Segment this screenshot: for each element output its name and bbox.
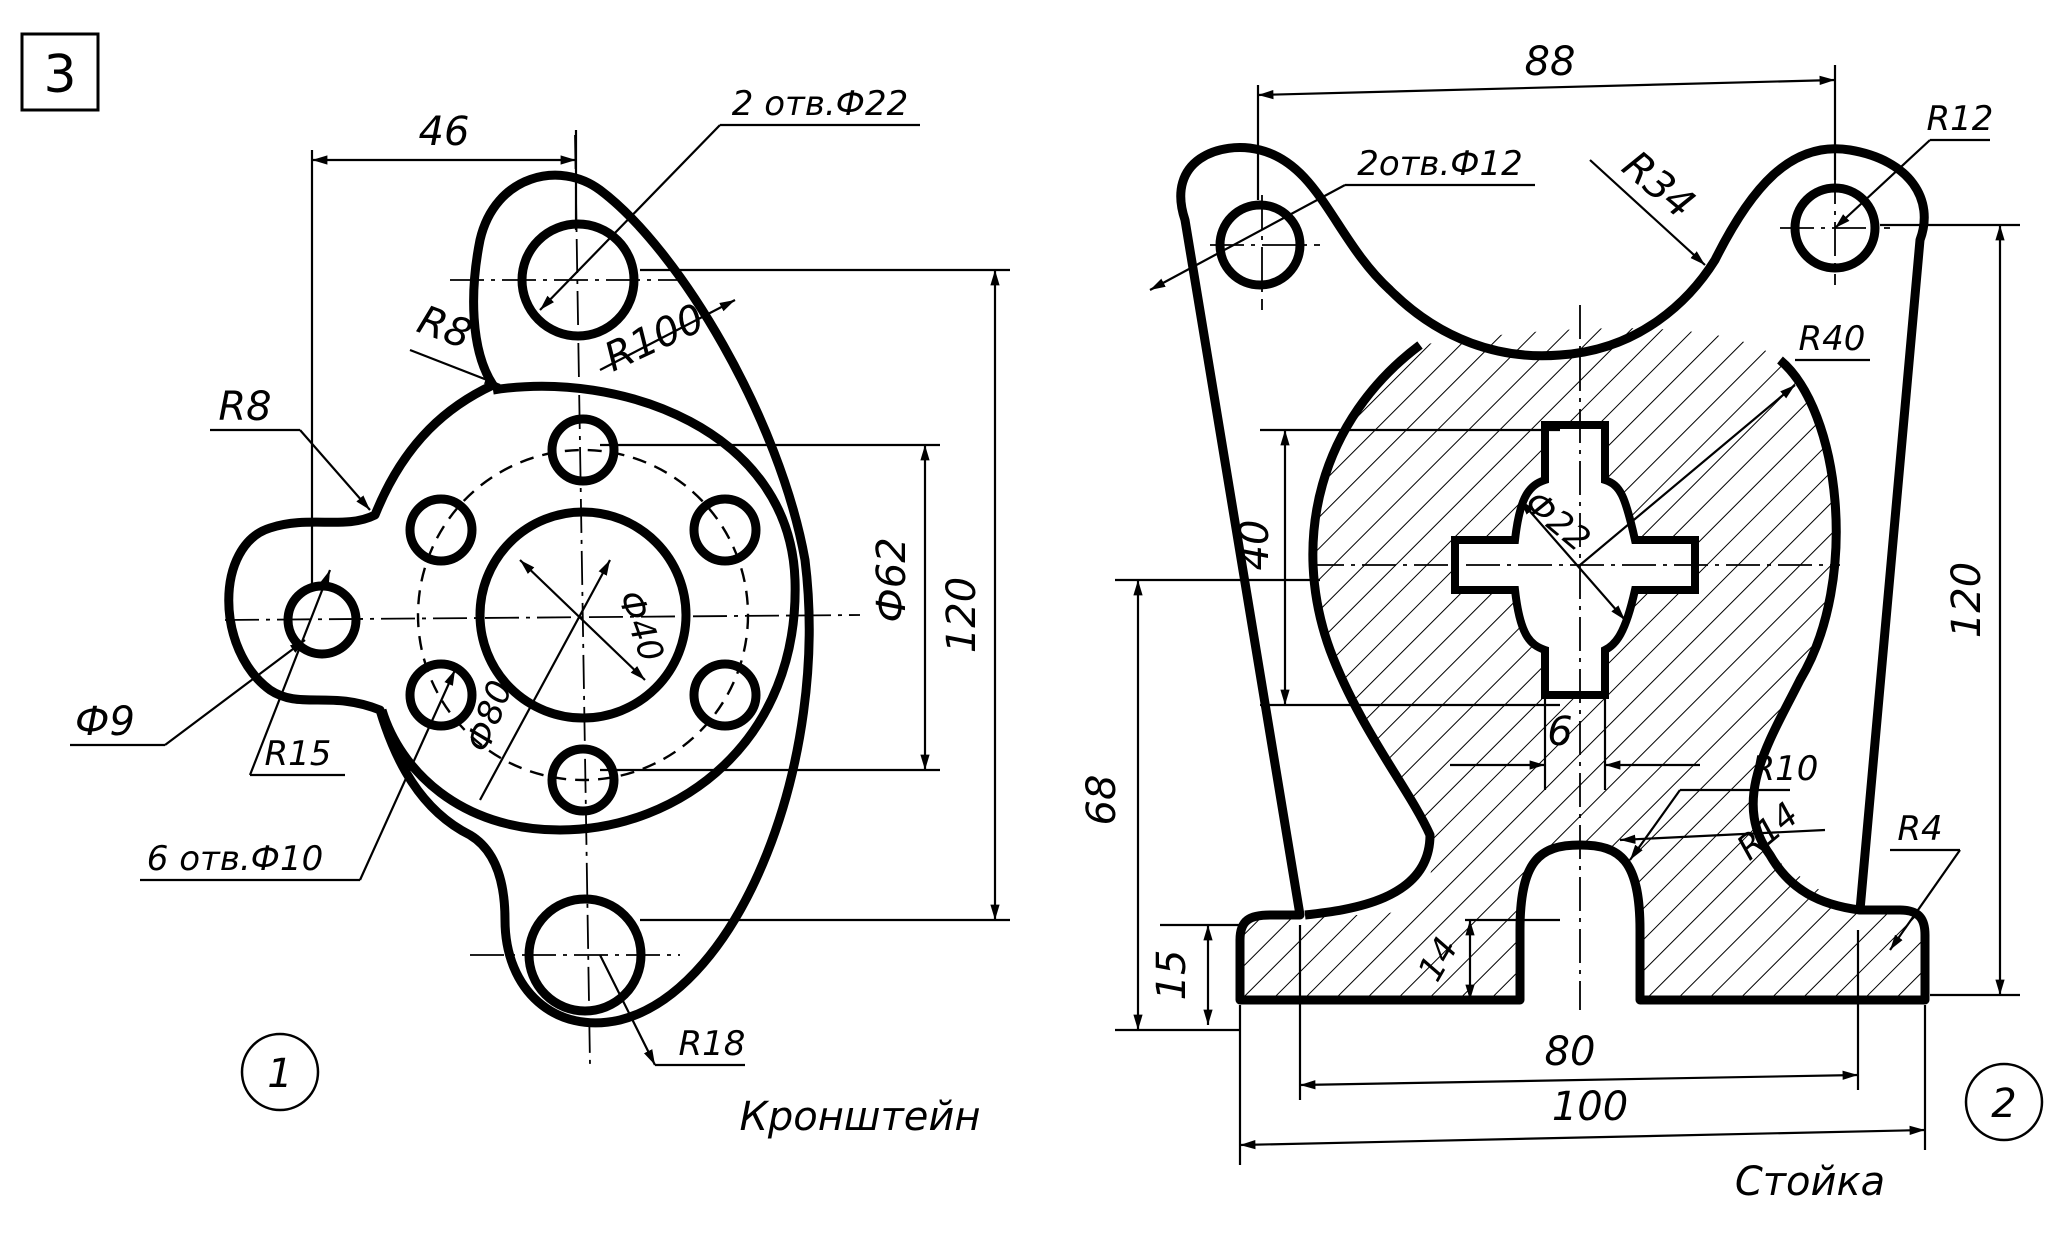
dim-15: 15	[1149, 950, 1195, 1001]
dim-r8-top: R8	[412, 297, 478, 358]
bracket-hub-ring	[377, 381, 800, 835]
dim-80-stand: 80	[1545, 1029, 1596, 1075]
dim-40-stand: 40	[1232, 520, 1278, 571]
dim-r12: R12	[1927, 99, 1994, 139]
bracket-small-hole	[689, 494, 761, 566]
dim-r4: R4	[1897, 809, 1942, 849]
dim-r8-left: R8	[218, 384, 271, 430]
dim-88: 88	[1525, 39, 1576, 85]
bracket-horizontal-axis	[224, 614, 861, 621]
part-number-2: 2	[1991, 1081, 2016, 1127]
dim-r15: R15	[265, 734, 332, 774]
part-number-1: 1	[267, 1051, 292, 1097]
dim-d9: Ф9	[75, 699, 135, 745]
dim-2-holes-d12: 2отв.Ф12	[1357, 144, 1523, 184]
sheet-number-box: 3	[20, 32, 100, 112]
dim-6-holes-d10: 6 отв.Ф10	[147, 839, 323, 879]
dim-46: 46	[419, 109, 470, 155]
part-title-bracket: Кронштейн	[739, 1094, 980, 1140]
sheet-number: 3	[43, 45, 76, 105]
stand-inner-contour	[1304, 341, 1435, 920]
bracket-small-hole	[405, 494, 477, 566]
dim-r10: R10	[1752, 749, 1819, 789]
part-title-stand: Стойка	[1735, 1159, 1885, 1205]
dim-120-stand: 120	[1944, 562, 1990, 638]
dim-100: 100	[1552, 1084, 1628, 1130]
bracket-small-hole	[689, 659, 761, 731]
bracket-central-bore	[475, 507, 691, 723]
bracket-outline	[224, 170, 814, 1028]
part-number-circle-2	[1964, 1062, 2044, 1142]
bracket-small-hole	[547, 744, 619, 816]
dim-6: 6	[1547, 709, 1572, 755]
part-stand: 88 2отв.Ф12 R34 R12 R40 40 Ф22 120	[1079, 39, 2044, 1205]
part-bracket: 46 2 отв.Ф22 R8 R100 R8 Ф62 120 Ф40 Ф80	[70, 84, 1010, 1140]
dim-2-holes-d22: 2 отв.Ф22	[732, 84, 908, 124]
bracket-small-hole	[405, 659, 477, 731]
bracket-small-hole	[547, 414, 619, 486]
dim-r34: R34	[1613, 142, 1703, 228]
dim-r100: R100	[598, 295, 712, 381]
dim-d62: Ф62	[869, 537, 915, 622]
stand-inner-contour-right	[1748, 356, 1861, 915]
stand-outline	[1176, 143, 1930, 1005]
dim-68: 68	[1079, 775, 1125, 826]
dim-r18: R18	[679, 1024, 746, 1064]
dim-120-bracket: 120	[939, 577, 985, 653]
part-number-circle-1	[240, 1032, 320, 1112]
dim-r40: R40	[1799, 319, 1866, 359]
